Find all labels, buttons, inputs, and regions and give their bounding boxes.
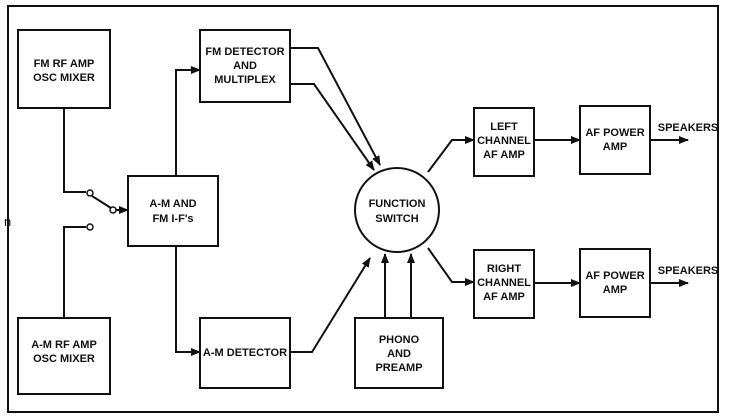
if-line1: A-M AND [149,198,196,210]
af-power-bottom-line1: AF POWER [585,270,644,282]
phono-line1: PHONO [379,334,420,346]
left-af-line3: AF AMP [483,149,525,161]
line-am-det-to-switch [290,257,371,353]
am-rf-line1: A-M RF AMP [31,339,97,351]
speakers-label-bottom: SPEAKERS [658,265,719,277]
line-fm-det-to-switch-a [290,47,381,166]
block-af-power-amp-top: AF POWER AMP [579,105,651,175]
switch-arm [91,195,112,209]
block-right-af-amp: RIGHT CHANNEL AF AMP [473,249,535,319]
switch-contact-fm [86,189,94,197]
block-left-af-amp: LEFT CHANNEL AF AMP [473,107,535,177]
line-if-to-fm-det [175,66,201,176]
fm-rf-line1: FM RF AMP [34,58,95,70]
right-af-line2: CHANNEL [477,277,531,289]
margin-mark: n [4,214,11,229]
line-am-rf-to-switch [63,226,86,318]
am-det-line1: A-M DETECTOR [203,347,287,359]
right-af-line3: AF AMP [483,291,525,303]
block-am-fm-if: A-M AND FM I-F's [127,175,219,247]
fm-rf-line2: OSC MIXER [33,72,95,84]
line-switch-to-left-af [427,136,475,173]
block-am-rf-amp: A-M RF AMP OSC MIXER [17,317,111,395]
af-power-top-line1: AF POWER [585,127,644,139]
right-af-line1: RIGHT [487,263,522,275]
func-sw-line1: FUNCTION [369,198,426,210]
switch-contact-am [86,223,94,231]
block-fm-rf-amp: FM RF AMP OSC MIXER [17,29,111,109]
fm-det-line1: FM DETECTOR [205,46,284,58]
af-power-top-line2: AMP [603,141,627,153]
fm-det-line3: MULTIPLEX [214,74,276,86]
speakers-label-top: SPEAKERS [658,122,719,134]
left-af-line1: LEFT [490,121,518,133]
af-power-bottom-line2: AMP [603,284,627,296]
block-af-power-amp-bottom: AF POWER AMP [579,248,651,318]
line-fm-det-to-switch-b [290,83,375,171]
line-switch-to-right-af [427,247,475,286]
fm-det-line2: AND [233,60,257,72]
block-am-detector: A-M DETECTOR [199,317,291,389]
block-fm-detector: FM DETECTOR AND MULTIPLEX [199,29,291,103]
line-if-to-am-det [175,246,201,356]
phono-line3: PREAMP [375,362,422,374]
block-function-switch: FUNCTION SWITCH [354,167,440,253]
func-sw-line2: SWITCH [375,213,418,225]
block-phono-preamp: PHONO AND PREAMP [354,317,444,389]
line-fm-rf-to-switch [63,108,86,193]
if-line2: FM I-F's [152,213,193,225]
diagram-frame [7,5,719,413]
left-af-line2: CHANNEL [477,135,531,147]
am-rf-line2: OSC MIXER [33,353,95,365]
phono-line2: AND [387,348,411,360]
